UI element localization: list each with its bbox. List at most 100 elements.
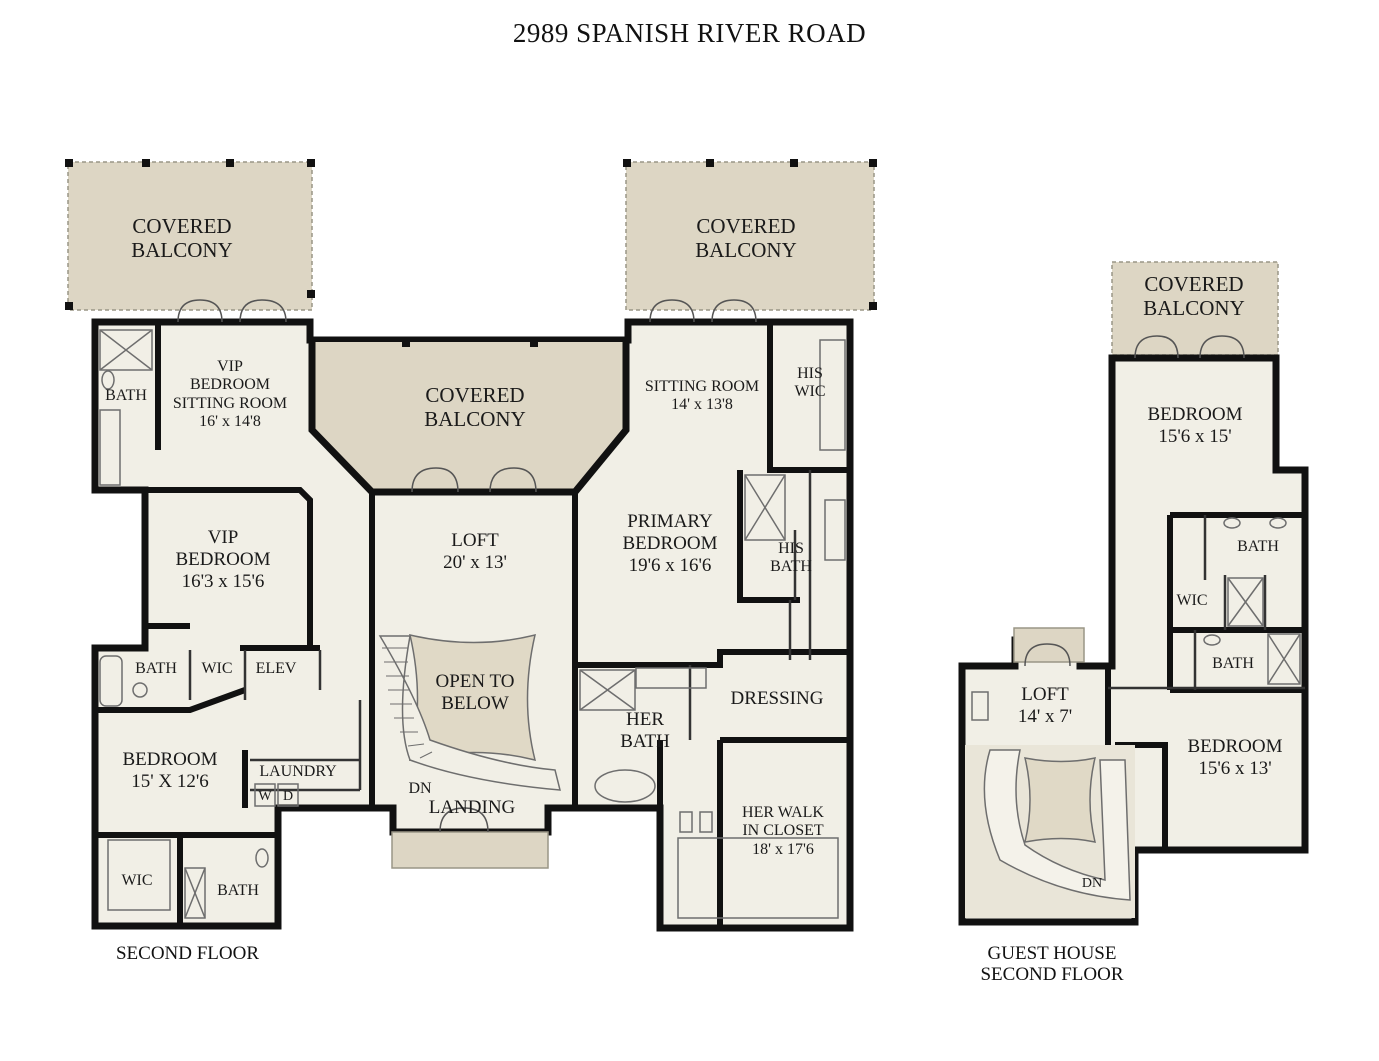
room-name: WIC xyxy=(794,383,826,401)
room-his-wic: HIS WIC xyxy=(782,365,838,402)
room-open-to-below: OPEN TO BELOW xyxy=(418,671,532,715)
landing-balcony-fill xyxy=(391,831,549,869)
room-name: BATH xyxy=(135,660,177,677)
interior-walls xyxy=(95,322,850,928)
room-name: ELEV xyxy=(255,660,297,677)
room-name: LOFT xyxy=(1021,684,1069,705)
room-name: HER xyxy=(626,709,664,730)
room-name: BATH xyxy=(620,730,670,752)
room-name: OPEN TO xyxy=(435,671,515,692)
room-dimensions: 14' x 13'8 xyxy=(671,396,733,414)
room-name: SITTING ROOM xyxy=(644,378,760,395)
room-name: COVERED xyxy=(696,214,796,238)
room-guest-bedroom-upper: BEDROOM 15'6 x 15' xyxy=(1130,404,1260,448)
caption-second-floor: SECOND FLOOR xyxy=(95,943,280,964)
room-guest-bath-upper: BATH xyxy=(1230,538,1286,556)
room-dimensions: 18' x 17'6 xyxy=(752,840,814,858)
caption-guest-house: GUEST HOUSE SECOND FLOOR xyxy=(962,943,1142,985)
room-dimensions: 20' x 13' xyxy=(443,551,507,573)
room-dimensions: 16' x 14'8 xyxy=(199,413,261,431)
main-house-floor xyxy=(65,159,877,932)
room-covered-balcony-right: COVERED BALCONY xyxy=(664,214,828,262)
room-covered-balcony-left: COVERED BALCONY xyxy=(100,214,264,262)
room-landing: LANDING xyxy=(415,797,529,819)
doors xyxy=(177,299,1245,833)
room-name: VIP xyxy=(207,527,239,548)
fixtures xyxy=(99,329,846,919)
room-guest-bath-lower: BATH xyxy=(1205,655,1261,673)
caption-main-text: SECOND FLOOR xyxy=(115,943,260,964)
room-name: BEDROOM xyxy=(1187,736,1283,757)
room-laundry: LAUNDRY xyxy=(250,763,346,781)
room-primary-bedroom: PRIMARY BEDROOM 19'6 x 16'6 xyxy=(595,511,745,577)
guest-thin-walls xyxy=(1108,515,1305,690)
room-bedroom-left: BEDROOM 15' X 12'6 xyxy=(100,749,240,793)
room-name: BATH xyxy=(1237,538,1279,555)
stair-label: DN xyxy=(1081,876,1103,891)
room-name: BEDROOM xyxy=(622,532,718,554)
room-name: BEDROOM xyxy=(122,749,218,770)
room-guest-bedroom-lower: BEDROOM 15'6 x 13' xyxy=(1172,736,1298,780)
room-his-bath: HIS BATH xyxy=(763,540,819,577)
washer-label: W xyxy=(258,789,272,804)
room-bath-small: BATH xyxy=(128,660,184,678)
balcony-center-fill xyxy=(312,342,626,492)
room-name: WIC xyxy=(121,872,153,889)
room-name: BEDROOM xyxy=(189,376,270,394)
room-wic-lower: WIC xyxy=(112,872,162,890)
room-name: HER WALK xyxy=(742,804,824,821)
room-guest-wic: WIC xyxy=(1172,592,1212,610)
room-name: BALCONY xyxy=(695,238,797,263)
room-name: BEDROOM xyxy=(175,548,271,570)
room-name: LOFT xyxy=(451,530,499,551)
guest-fixtures xyxy=(971,517,1301,721)
guest-open-shape xyxy=(1024,757,1097,843)
room-vip-bedroom: VIP BEDROOM 16'3 x 15'6 xyxy=(150,527,296,593)
room-name: SITTING ROOM xyxy=(172,394,288,412)
room-dimensions: 16'3 x 15'6 xyxy=(181,570,265,592)
room-name: DRESSING xyxy=(730,688,824,709)
main-stair-treads xyxy=(382,647,433,759)
balcony-center-walls xyxy=(308,342,630,496)
room-dimensions: 19'6 x 16'6 xyxy=(628,554,712,576)
stair-label: DN xyxy=(408,780,432,797)
room-name: BEDROOM xyxy=(1147,404,1243,425)
room-name: COVERED xyxy=(132,214,232,238)
room-name: VIP xyxy=(217,358,243,375)
room-her-walk-in-closet: HER WALK IN CLOSET 18' x 17'6 xyxy=(728,804,838,859)
room-name: HIS xyxy=(778,540,804,557)
guest-stair xyxy=(983,749,1131,901)
room-vip-bath: BATH xyxy=(98,387,154,405)
balcony-posts xyxy=(65,159,877,347)
room-bath-lower: BATH xyxy=(210,882,266,900)
laundry-washer-label: W xyxy=(257,789,273,805)
room-name: BALCONY xyxy=(424,407,526,432)
room-dimensions: 15'6 x 13' xyxy=(1198,757,1272,779)
room-name: LANDING xyxy=(428,797,516,818)
guest-loft-balcony xyxy=(1013,627,1085,663)
room-wic-upper: WIC xyxy=(194,660,240,678)
room-elev: ELEV xyxy=(248,660,304,678)
room-loft: LOFT 20' x 13' xyxy=(410,530,540,574)
room-name: BATH xyxy=(217,882,259,899)
room-dimensions: 15' X 12'6 xyxy=(131,770,209,792)
room-guest-loft: LOFT 14' x 7' xyxy=(990,684,1100,728)
room-name: IN CLOSET xyxy=(742,822,824,840)
room-name: COVERED xyxy=(1144,272,1244,296)
room-her-bath: HER BATH xyxy=(610,709,680,753)
room-vip-sitting-room: VIP BEDROOM SITTING ROOM 16' x 14'8 xyxy=(160,358,300,432)
room-covered-balcony-guest: COVERED BALCONY xyxy=(1112,272,1276,320)
room-name: WIC xyxy=(1176,592,1208,609)
page-title: 2989 SPANISH RIVER ROAD xyxy=(512,18,867,48)
room-sitting-room: SITTING ROOM 14' x 13'8 xyxy=(634,378,770,415)
caption-guest-line2: SECOND FLOOR xyxy=(980,964,1124,985)
room-name: LAUNDRY xyxy=(259,763,337,780)
room-covered-balcony-center: COVERED BALCONY xyxy=(393,383,557,431)
guest-house-floor xyxy=(958,261,1309,926)
room-name: BALCONY xyxy=(131,238,233,263)
room-dimensions: 14' x 7' xyxy=(1017,705,1073,727)
room-name: PRIMARY xyxy=(627,511,713,532)
room-name: COVERED xyxy=(425,383,525,407)
stair-down-label: DN xyxy=(405,780,435,798)
